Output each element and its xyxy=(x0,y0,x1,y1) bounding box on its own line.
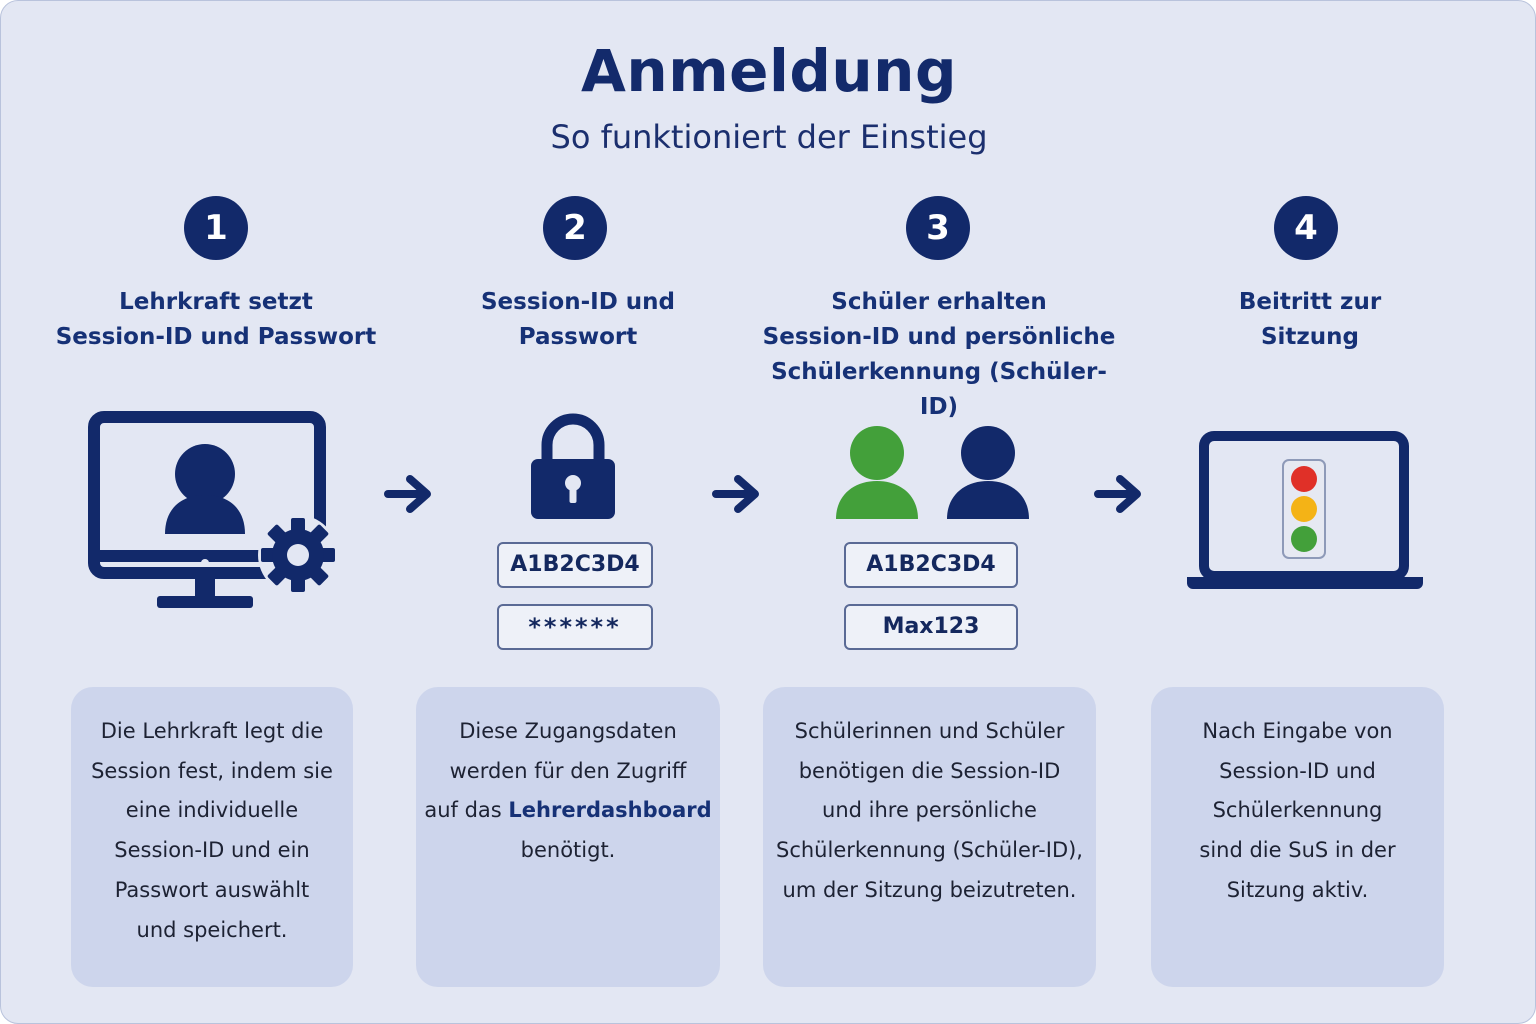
description-line: Session fest, indem sie xyxy=(91,758,333,783)
description-line: Nach Eingabe von xyxy=(1202,719,1393,743)
step-2-title-line: Passwort xyxy=(518,324,638,350)
description-line: benötigt. xyxy=(520,838,616,863)
step-2-title: Session-ID und Passwort xyxy=(403,285,753,355)
page-subtitle: So funktioniert der Einstieg xyxy=(550,118,988,156)
padlock-icon xyxy=(531,413,615,519)
password-field: ****** xyxy=(497,604,653,650)
description-line: Schülerkennung xyxy=(1212,798,1383,823)
description-line: Schülerinnen und Schüler xyxy=(794,719,1065,743)
step-1-number: 1 xyxy=(184,196,248,260)
step-4-title: Beitritt zur Sitzung xyxy=(1151,285,1469,355)
description-line: Passwort auswählt xyxy=(114,877,310,902)
lehrerdashboard-highlight: Lehrerdashboard xyxy=(508,798,712,823)
description-line: um der Sitzung beizutreten. xyxy=(782,877,1077,902)
description-line: Session-ID und xyxy=(1219,758,1376,783)
description-line: sind die SuS in der xyxy=(1199,838,1396,863)
description-line: auf das Lehrerdashboard xyxy=(416,791,720,831)
step-3-title-line: Schülerkennung (Schüler-ID) xyxy=(771,359,1107,420)
step-4-description: Nach Eingabe von Session-ID und Schülerk… xyxy=(1151,687,1444,987)
description-line: und ihre persönliche xyxy=(822,798,1037,823)
arrow-right-icon xyxy=(712,475,759,513)
description-line: werden für den Zugriff xyxy=(449,758,687,783)
student-id-field: Max123 xyxy=(844,604,1018,650)
step-2-number: 2 xyxy=(543,196,607,260)
step-2-title-line: Session-ID und xyxy=(480,289,676,315)
step-4-number: 4 xyxy=(1274,196,1338,260)
step-4-title-line: Sitzung xyxy=(1260,324,1360,350)
arrow-right-icon xyxy=(384,475,431,513)
description-line: und speichert. xyxy=(136,917,288,942)
session-id-field: A1B2C3D4 xyxy=(844,542,1018,588)
step-1-title-line: Lehrkraft setzt xyxy=(119,289,313,315)
step-3-title: Schüler erhalten Session-ID und persönli… xyxy=(753,285,1125,425)
description-line: Diese Zugangsdaten xyxy=(459,719,677,743)
description-line: Session-ID und ein xyxy=(114,838,310,863)
teacher-monitor-gear-icon xyxy=(88,411,337,608)
step-1-title-line: Session-ID und Passwort xyxy=(55,324,377,350)
description-text: auf das xyxy=(424,798,509,823)
laptop-traffic-light-icon xyxy=(1187,431,1423,589)
description-line: Schülerkennung (Schüler-ID), xyxy=(775,838,1083,863)
two-students-icon xyxy=(836,426,1029,519)
description-line: Sitzung aktiv. xyxy=(1226,877,1369,902)
step-3-title-line: Session-ID und persönliche xyxy=(762,324,1116,350)
description-line: Die Lehrkraft legt die xyxy=(100,719,324,743)
step-2-description: Diese Zugangsdaten werden für den Zugrif… xyxy=(416,687,720,987)
step-3-description: Schülerinnen und Schüler benötigen die S… xyxy=(763,687,1096,987)
step-3-title-line: Schüler erhalten xyxy=(831,289,1047,315)
step-4-title-line: Beitritt zur xyxy=(1238,289,1382,315)
step-1-description: Die Lehrkraft legt die Session fest, ind… xyxy=(71,687,353,987)
description-line: benötigen die Session-ID xyxy=(798,758,1061,783)
step-3-number: 3 xyxy=(906,196,970,260)
description-line: eine individuelle xyxy=(125,798,299,823)
arrow-right-icon xyxy=(1094,475,1141,513)
page-title: Anmeldung xyxy=(581,37,957,105)
step-1-title: Lehrkraft setzt Session-ID und Passwort xyxy=(41,285,391,355)
session-id-field: A1B2C3D4 xyxy=(497,542,653,588)
